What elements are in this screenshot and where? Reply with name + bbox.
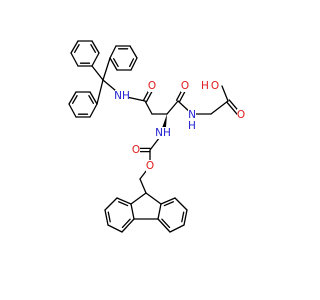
h-glycine-bg	[188, 120, 196, 132]
bond-56	[183, 209, 188, 226]
bond-70	[130, 203, 135, 220]
bond-7	[70, 52, 79, 67]
bond-16	[129, 45, 138, 59]
bond-58	[169, 224, 185, 233]
bond-69	[121, 218, 131, 229]
h-hydroxyl-bg	[201, 80, 209, 92]
bond-66	[107, 211, 111, 223]
bond-61	[157, 203, 162, 220]
bond-54	[163, 201, 175, 207]
bond-67	[107, 224, 123, 233]
atom-label-h-hydroxyl: H	[201, 80, 209, 92]
bond-29	[89, 103, 98, 118]
atom-label-o-carbamate-ester: O	[146, 160, 154, 172]
bond-11	[109, 57, 118, 71]
bond-50	[139, 178, 147, 194]
nh-carbamate-bg	[156, 127, 170, 139]
bond-36	[166, 100, 179, 115]
atom-label-h-glycine: H	[188, 120, 196, 132]
bond-43	[226, 101, 239, 116]
atom-label-o-glycine-amide: O	[181, 80, 189, 92]
bond-59	[157, 218, 171, 233]
bond-52	[130, 192, 147, 205]
bond-57	[181, 211, 185, 223]
bond-62	[116, 197, 132, 205]
atom-label-o-hydroxyl: O	[211, 80, 219, 92]
bond-24	[68, 91, 77, 105]
bond-22	[88, 94, 95, 104]
atom-label-o-carbamate-carbonyl: O	[132, 144, 140, 156]
bond-5	[70, 40, 79, 54]
bond-42	[221, 85, 229, 102]
bond-14	[130, 57, 138, 71]
atom-label-nh-carbamate: NH	[155, 127, 171, 139]
atom-label-n-glycine: N	[188, 109, 196, 121]
bond-65	[104, 209, 109, 226]
bond-68	[121, 218, 135, 233]
bond-55	[174, 197, 188, 211]
atom-label-o-acid-carbonyl: O	[237, 109, 245, 121]
bond-63	[117, 201, 129, 207]
bond-20	[96, 79, 104, 105]
bond-26	[68, 103, 77, 118]
n-glycine-bg	[188, 109, 196, 121]
o-hydroxyl-bg	[211, 80, 219, 92]
bond-12	[113, 58, 119, 68]
bond-3	[90, 43, 97, 53]
o-acid-carbonyl-bg	[237, 109, 245, 121]
o-carbamate-carbonyl-bg	[132, 144, 140, 156]
bond-6	[73, 43, 80, 53]
o-glycine-amide-bg	[181, 80, 189, 92]
atom-label-nh-trityl: NH	[114, 90, 130, 102]
bond-0	[91, 65, 104, 81]
bond-60	[161, 218, 171, 229]
o-carbamate-ester-bg	[146, 160, 154, 172]
bond-19	[109, 45, 117, 59]
nh-trityl-bg	[115, 90, 129, 102]
bond-34	[144, 100, 153, 115]
bond-15	[128, 58, 135, 68]
bond-64	[104, 197, 118, 211]
atom-label-o-side-amide: O	[148, 80, 156, 92]
bond-21	[89, 91, 98, 105]
bond-51	[145, 192, 162, 205]
o-side-amide-bg	[148, 80, 156, 92]
bond-53	[160, 197, 176, 205]
bond-25	[71, 94, 78, 104]
bond-1	[91, 52, 100, 67]
bond-10	[102, 57, 111, 81]
bond-41	[210, 100, 229, 115]
bond-2	[91, 40, 100, 54]
